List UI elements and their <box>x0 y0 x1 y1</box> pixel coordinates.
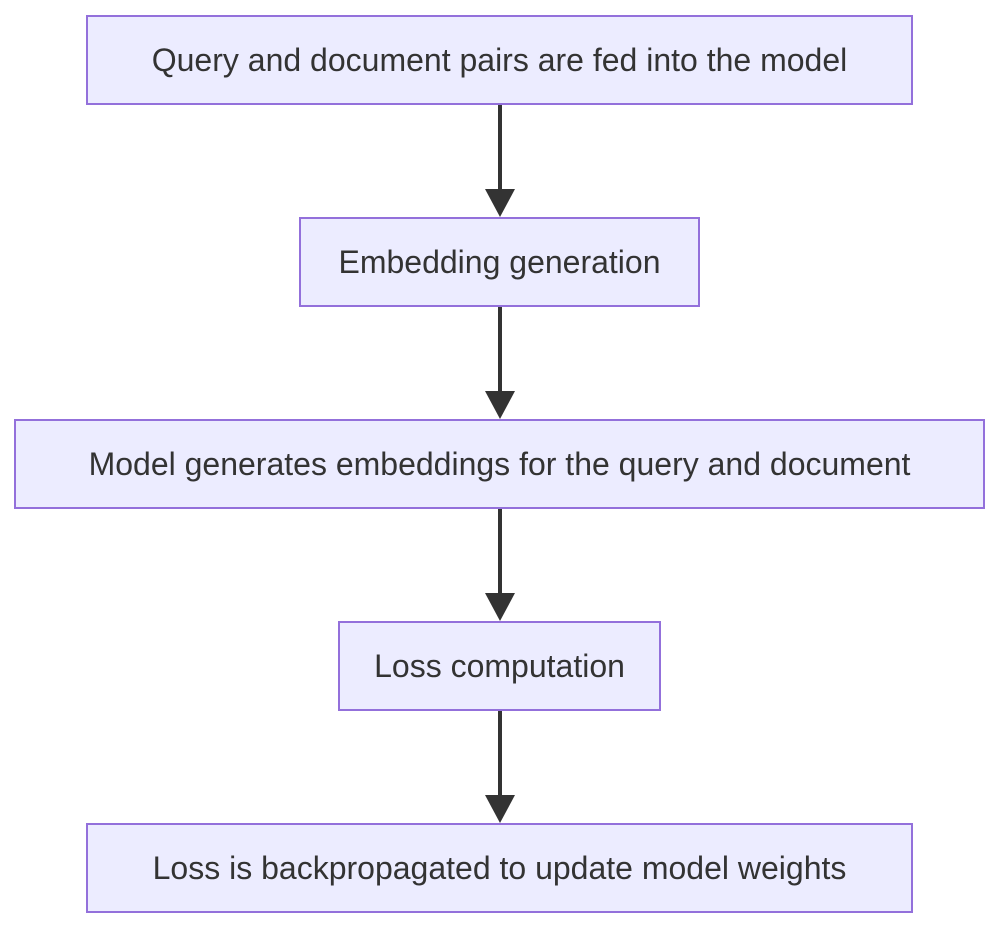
node-label: Embedding generation <box>338 243 661 280</box>
arrow-down-icon <box>484 105 515 217</box>
arrow-head <box>484 795 515 823</box>
arrow-head <box>484 189 515 217</box>
arrow-down-icon <box>484 509 515 621</box>
node-label: Loss computation <box>374 647 625 684</box>
node-label: Model generates embeddings for the query… <box>88 445 911 482</box>
flow-arrow-3 <box>483 509 517 621</box>
flowchart-node-query-doc-pairs: Query and document pairs are fed into th… <box>86 15 913 105</box>
arrow-down-icon <box>484 711 515 823</box>
flow-arrow-1 <box>483 105 517 217</box>
flowchart-node-embedding-generation: Embedding generation <box>299 217 700 307</box>
flow-arrow-4 <box>483 711 517 823</box>
arrow-down-icon <box>484 307 515 419</box>
arrow-head <box>484 593 515 621</box>
flowchart-node-loss-computation: Loss computation <box>338 621 661 711</box>
flowchart-node-loss-backpropagated: Loss is backpropagated to update model w… <box>86 823 913 913</box>
arrow-head <box>484 391 515 419</box>
node-label: Loss is backpropagated to update model w… <box>152 849 847 886</box>
node-label: Query and document pairs are fed into th… <box>151 41 848 78</box>
flowchart-node-model-generates-embeddings: Model generates embeddings for the query… <box>14 419 985 509</box>
flow-arrow-2 <box>483 307 517 419</box>
